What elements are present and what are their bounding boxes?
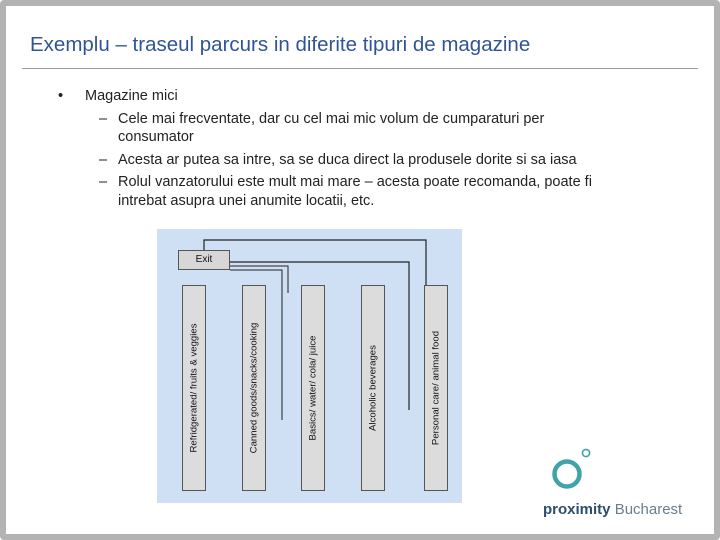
proximity-logo-icon [552,448,591,489]
shelf-personal-care: Personal care/ animal food [424,285,448,491]
shelf-basics: Basics/ water/ cola/ juice [301,285,325,491]
proximity-logo-text: proximity Bucharest [543,501,682,518]
shelf-canned-goods: Canned goods/snacks/cooking [242,285,266,491]
shelf-label: Refridgerated/ fruits & veggies [188,323,200,453]
slide-title: Exemplu – traseul parcurs in diferite ti… [30,33,531,56]
exit-box: Exit [178,250,230,270]
shelf-label: Basics/ water/ cola/ juice [307,335,319,441]
bullet-marker: • [58,88,64,104]
bullet-text: Magazine mici [85,88,178,104]
title-divider [22,68,698,69]
sub-bullet-dash: – [99,111,108,127]
shelf-label: Canned goods/snacks/cooking [248,322,260,454]
logo-city: Bucharest [614,501,683,518]
sub-bullet-dash: – [99,174,108,190]
shelf-label: Personal care/ animal food [430,330,442,446]
sub-bullet-line: consumator [118,129,194,145]
sub-bullet-dash: – [99,152,108,168]
sub-bullet-line: Acesta ar putea sa intre, sa se duca dir… [118,152,577,168]
shelf-label: Alcoholic beverages [367,345,379,431]
logo-brand: proximity [543,501,611,518]
shelf-alcoholic: Alcoholic beverages [361,285,385,491]
sub-bullet-line: Rolul vanzatorului este mult mai mare – … [118,174,592,190]
sub-bullet-line: Cele mai frecventate, dar cu cel mai mic… [118,111,545,127]
sub-bullet-line: intrebat asupra unei anumite locatii, et… [118,193,375,209]
shelf-refrigerated: Refridgerated/ fruits & veggies [182,285,206,491]
